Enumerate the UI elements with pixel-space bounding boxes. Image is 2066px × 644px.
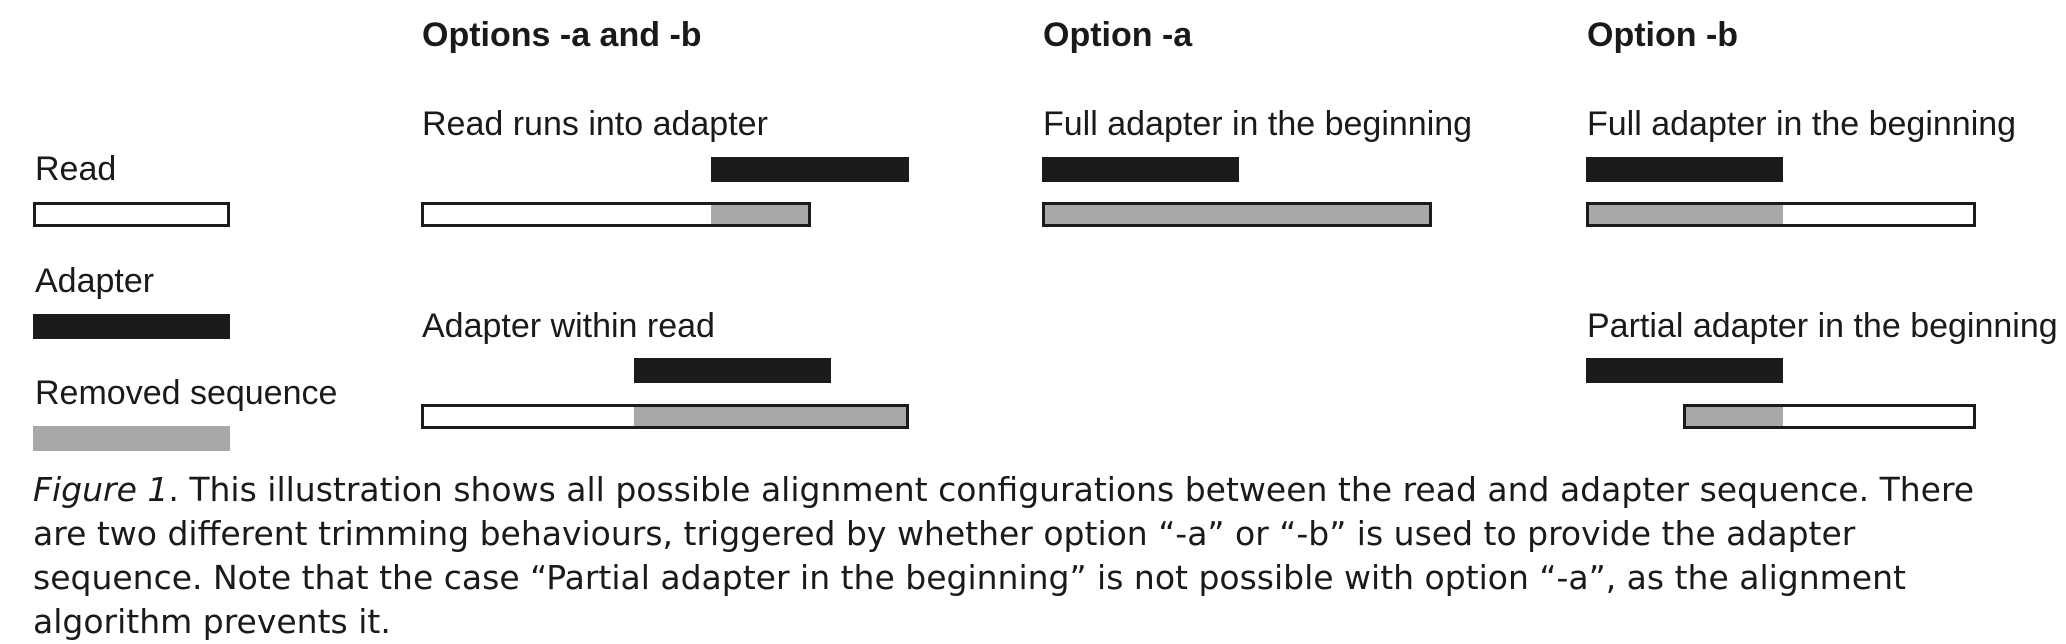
removed-segment bbox=[1589, 205, 1783, 224]
read-bar bbox=[1586, 202, 1976, 227]
read-bar bbox=[421, 202, 811, 227]
figure-label: Figure 1 bbox=[33, 470, 169, 509]
case-partial-adapter-in-beginning-label: Partial adapter in the beginning bbox=[1587, 307, 2058, 345]
case-full-adapter-in-beginning-label: Full adapter in the beginning bbox=[1043, 105, 1473, 143]
removed-segment bbox=[634, 407, 906, 426]
read-bar bbox=[1042, 202, 1432, 227]
legend-removed-bar bbox=[33, 426, 230, 451]
adapter-bar bbox=[634, 358, 831, 383]
figure-caption: Figure 1. This illustration shows all po… bbox=[33, 468, 2033, 644]
legend-adapter-bar bbox=[33, 314, 230, 339]
caption-text: . This illustration shows all possible a… bbox=[33, 470, 1975, 641]
heading-options-a-and-b: Options -a and -b bbox=[422, 16, 702, 54]
adapter-bar bbox=[1042, 157, 1239, 182]
removed-segment bbox=[711, 205, 808, 224]
case-read-runs-into-adapter-label: Read runs into adapter bbox=[422, 105, 768, 143]
read-bar bbox=[421, 404, 909, 429]
removed-segment bbox=[1686, 407, 1783, 426]
removed-segment bbox=[1045, 205, 1429, 224]
read-bar bbox=[1683, 404, 1976, 429]
legend-removed-label: Removed sequence bbox=[35, 374, 338, 412]
heading-option-b: Option -b bbox=[1587, 16, 1739, 54]
case-full-adapter-in-beginning-label: Full adapter in the beginning bbox=[1587, 105, 2017, 143]
legend-read-bar bbox=[33, 202, 230, 227]
heading-option-a: Option -a bbox=[1043, 16, 1193, 54]
case-adapter-within-read-label: Adapter within read bbox=[422, 307, 715, 345]
adapter-bar bbox=[1586, 157, 1783, 182]
adapter-bar bbox=[711, 157, 909, 182]
legend-adapter-label: Adapter bbox=[35, 262, 155, 300]
legend-read-label: Read bbox=[35, 150, 117, 188]
adapter-bar bbox=[1586, 358, 1783, 383]
